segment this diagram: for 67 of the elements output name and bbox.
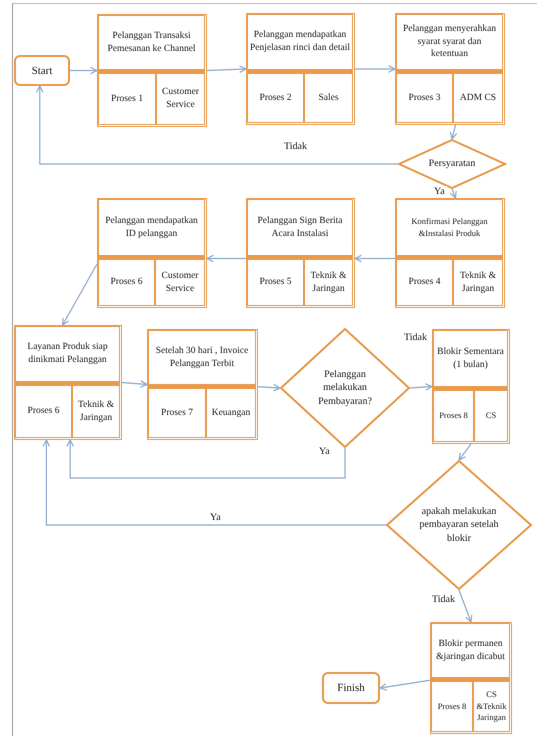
process-number: Proses 8 — [433, 390, 474, 442]
edge-label: Ya — [208, 512, 223, 523]
process-number: Proses 7 — [148, 388, 206, 438]
process-number: Proses 6 — [15, 385, 72, 438]
role-label: Teknik & Jaringan — [304, 259, 353, 306]
arrow — [354, 254, 395, 262]
role-label: Sales — [304, 73, 353, 123]
role-label: CS — [474, 390, 508, 442]
step-title: Blokir permanen &jaringan dicabut — [431, 623, 510, 681]
process-number: Proses 8 — [431, 681, 473, 732]
role-label: Customer Service — [155, 259, 205, 306]
process-box — [246, 13, 355, 125]
decision-diamond: Persyaratan — [398, 139, 506, 189]
process-number: Proses 3 — [396, 73, 453, 123]
step-title: Layanan Produk siap dinikmati Pelanggan — [15, 326, 120, 385]
edge-label: Ya — [432, 186, 447, 197]
step-title: Pelanggan Sign Berita Acara Instalasi — [247, 199, 353, 259]
process-box — [395, 198, 505, 308]
role-label: ADM CS — [453, 73, 503, 123]
process-box — [14, 325, 122, 440]
step-title: Blokir Sementara (1 bulan) — [433, 330, 508, 390]
arrow — [62, 264, 98, 326]
edge-label: Tidak — [430, 594, 457, 605]
process-box — [246, 198, 355, 308]
step-title: Pelanggan menyerahkan syarat syarat dan ketentuan — [396, 14, 503, 73]
step-title: Konfirmasi Pelanggan &Instalasi Produk — [396, 199, 503, 259]
process-number: Proses 2 — [247, 73, 304, 123]
process-box — [395, 13, 505, 125]
process-number: Proses 1 — [98, 73, 156, 125]
process-number: Proses 5 — [247, 259, 304, 306]
process-box — [97, 198, 207, 308]
arrow — [70, 66, 98, 74]
arrow — [66, 439, 346, 479]
role-label: Customer Service — [156, 73, 205, 125]
arrow — [450, 124, 458, 140]
role-label: CS &Teknik Jaringan — [473, 681, 510, 732]
arrow — [355, 65, 396, 73]
terminal-box: Finish — [322, 672, 380, 704]
arrow — [258, 384, 281, 392]
arrow — [122, 380, 148, 388]
arrow — [450, 188, 457, 199]
step-title: Pelanggan Transaksi Pemesanan ke Channel — [98, 15, 205, 73]
step-title: Pelanggan mendapatkan Penjelasan rinci dan detail — [247, 14, 353, 73]
edge-label: Ya — [317, 446, 332, 457]
process-number: Proses 6 — [98, 259, 155, 306]
arrow — [36, 85, 398, 165]
arrow — [206, 65, 247, 74]
process-box — [430, 622, 512, 734]
role-label: Teknik & Jaringan — [453, 259, 503, 306]
decision-diamond: apakah melakukan pembayaran setelah blokir — [386, 460, 532, 590]
arrow — [206, 254, 246, 262]
step-title: Pelanggan mendapatkan ID pelanggan — [98, 199, 205, 259]
arrow — [410, 383, 433, 391]
step-title: Setelah 30 hari , Invoice Pelanggan Terbit — [148, 330, 256, 388]
process-box — [147, 329, 258, 440]
arrow — [42, 439, 386, 526]
role-label: Teknik & Jaringan — [72, 385, 120, 438]
edge-label: Tidak — [402, 332, 429, 343]
arrow — [379, 680, 430, 691]
process-box — [97, 14, 207, 127]
role-label: Keuangan — [206, 388, 256, 438]
edge-label: Tidak — [282, 141, 309, 152]
terminal-box: Start — [14, 55, 70, 86]
process-box — [432, 329, 510, 444]
process-number: Proses 4 — [396, 259, 453, 306]
arrow — [458, 444, 472, 461]
arrow — [458, 590, 472, 623]
